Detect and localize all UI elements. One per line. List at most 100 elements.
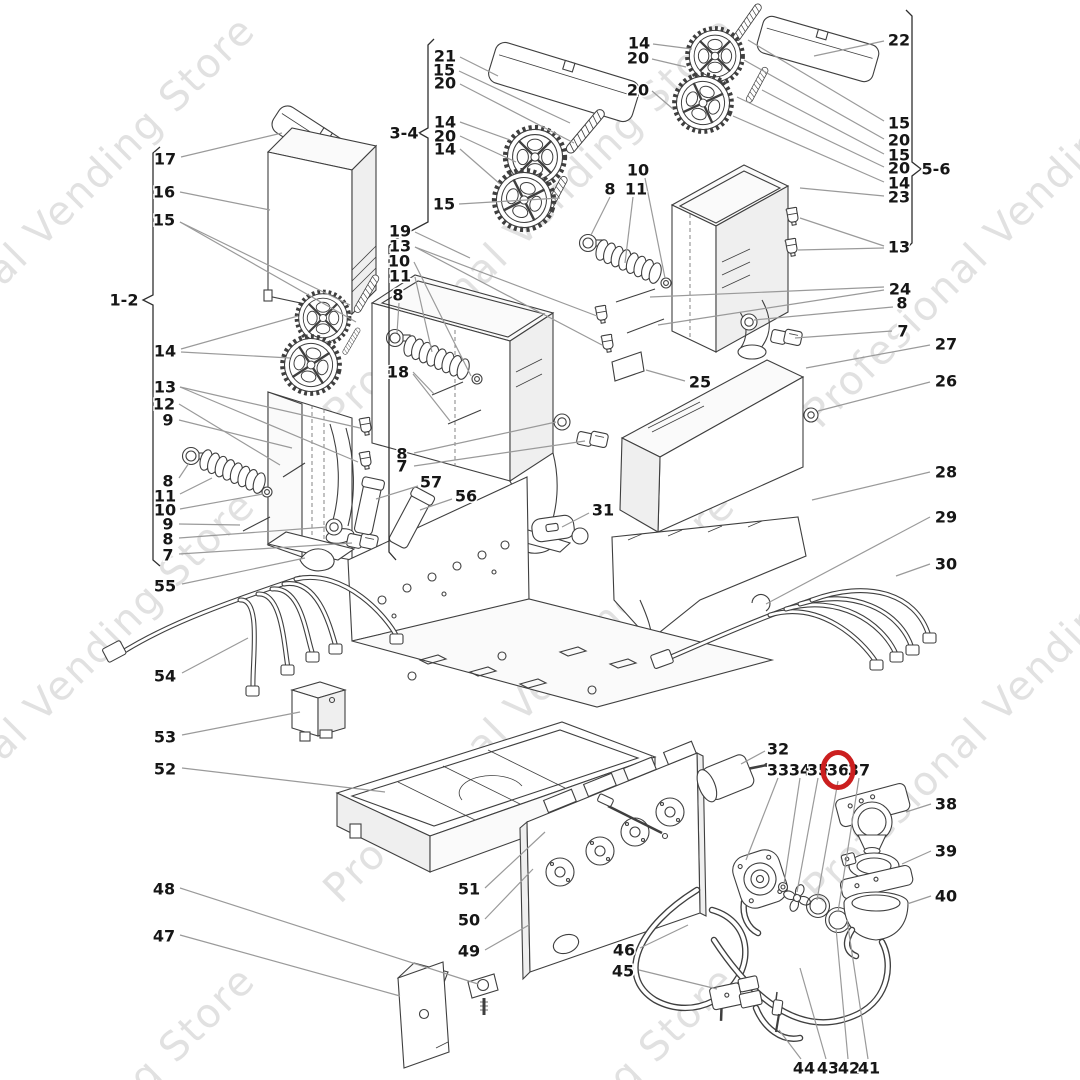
valve-part45 [709,975,763,1021]
callout-14-24: 14 [434,113,456,132]
clip-part13 [358,416,374,437]
harness-part30 [650,588,937,671]
callout-11-45: 11 [625,180,647,199]
callout-24-55: 24 [889,280,911,299]
callout-13-54: 13 [888,238,910,257]
lid-part21 [488,41,640,123]
callout-13-5: 13 [154,378,176,397]
callout-34-70: 34 [789,761,811,780]
callout-11-31: 11 [389,267,411,286]
callout-16-1: 16 [153,183,175,202]
washer-part10 [261,486,273,498]
leader-line-14 [459,148,501,185]
leader-line-46 [639,924,689,949]
leader-line-18 [412,371,435,395]
leader-line-33 [745,777,779,861]
bracket-part47 [396,961,450,1069]
leader-line-8 [396,302,400,334]
chute-part57 [353,476,385,536]
leader-line-55 [181,557,306,585]
funnel-part38 [835,782,911,856]
leader-line-20 [743,59,885,140]
callout-1-2-3: 1-2 [110,291,139,310]
leader-line-14 [180,315,299,350]
mixer-assembly [632,754,914,1042]
leader-line-57 [375,485,419,500]
callout-48-18: 48 [153,880,175,899]
leader-line-21 [459,56,499,77]
callout-14-26: 14 [434,140,456,159]
chute-part56 [388,486,436,549]
leader-line-13 [179,386,361,429]
pin-part24 [626,318,665,334]
callout-20-23: 20 [434,74,456,93]
leader-line-20 [459,83,575,144]
watermark-text: Profesional Vending Store [0,957,265,1080]
leader-line-10 [644,177,666,279]
leader-line-15 [761,89,885,155]
pin-part18 [431,381,464,396]
leader-line-22 [813,40,885,57]
pin-part9 [282,462,306,478]
pin-part24 [615,288,656,303]
assembly-middle [370,41,640,554]
callout-15-47: 15 [888,114,910,133]
callout-17-0: 17 [154,150,176,169]
callout-43-78: 43 [817,1059,839,1078]
callout-15-49: 15 [888,146,910,165]
leader-line-20 [736,96,885,168]
leader-line-11 [414,276,433,353]
watermark-text: Profesional Vending Store [0,482,265,912]
leader-line-28 [811,471,931,501]
callout-54-15: 54 [154,667,176,686]
leader-line-12 [178,403,281,466]
callout-20-50: 20 [888,159,910,178]
leader-line-8 [413,421,557,454]
leader-line-8 [753,306,894,321]
callout-41-80: 41 [858,1059,880,1078]
leader-line-17 [180,132,283,158]
assembly-left [181,105,381,572]
callout-9-7: 9 [162,411,173,430]
callout-5-6-51: 5-6 [922,160,951,179]
leader-line-19 [414,231,471,259]
leader-line-13 [414,246,598,317]
callout-20-48: 20 [888,131,910,150]
fastener-part48 [467,973,499,1015]
leader-line-30 [895,563,931,577]
leader-line-29 [765,516,931,605]
leader-line-52 [181,767,386,793]
callout-25-39: 25 [689,373,711,392]
cover-part27 [619,359,805,533]
leader-line-8 [178,462,190,479]
callout-45-67: 45 [612,962,634,981]
leader-line-50 [484,868,534,920]
callout-20-42: 20 [627,81,649,100]
leader-line-8 [590,196,611,236]
leader-line-54 [181,637,249,674]
connector-part7 [769,325,804,349]
leader-line-26 [817,381,931,412]
leader-line-13 [414,246,603,346]
callout-19-28: 19 [389,222,411,241]
watermark-text: Profesional Vending Store [315,957,745,1080]
leader-line-7 [178,542,353,555]
leader-line-13 [179,386,359,463]
leader-line-43 [799,967,827,1060]
latch-part31 [531,514,589,545]
cable-clip-part29 [751,594,771,612]
connector-part7 [575,427,610,451]
callout-57-36: 57 [420,473,442,492]
callout-8-12: 8 [162,530,173,549]
leader-line-34 [783,777,801,885]
leader-line-32 [740,750,766,765]
leader-line-37 [837,777,860,913]
leader-line-24 [649,286,885,298]
callout-28-60: 28 [935,463,957,482]
callout-33-69: 33 [767,761,789,780]
leader-line-11 [624,196,634,264]
leader-line-48 [179,887,479,985]
impeller-part35 [783,884,811,912]
leader-line-41 [846,919,869,1060]
